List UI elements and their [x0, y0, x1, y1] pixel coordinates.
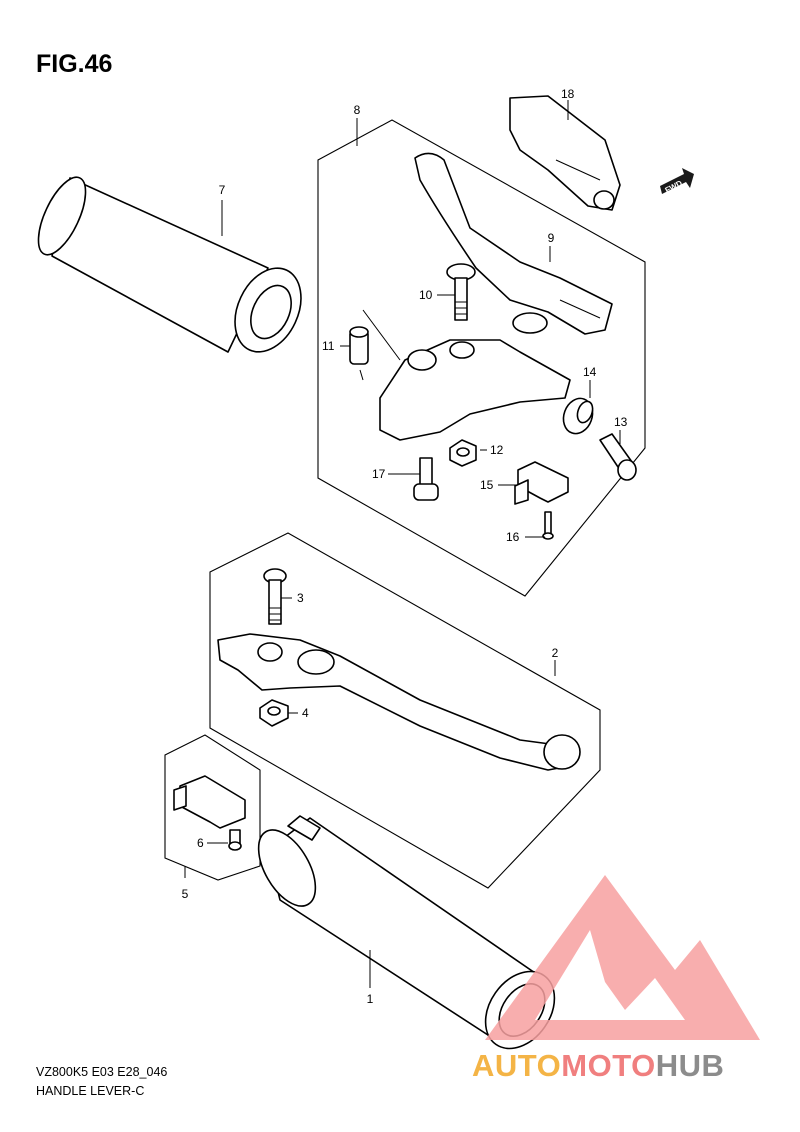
model-code: VZ800K5 E03 E28_046: [36, 1065, 168, 1079]
lever-holder: [379, 339, 571, 441]
adjuster-nut-14: [562, 397, 594, 435]
callout-17: 17: [372, 467, 386, 481]
pivot-bolt-3: [263, 568, 287, 625]
bushing-11: [349, 309, 401, 381]
callout-11: 11: [322, 339, 335, 353]
leader-lines: [184, 100, 621, 988]
switch-5: [173, 775, 246, 829]
screw-16: [542, 511, 554, 540]
callout-2: 2: [552, 646, 559, 660]
watermark-moto: MOTO: [561, 1048, 656, 1083]
callout-9: 9: [548, 231, 555, 245]
screw-6: [228, 829, 242, 851]
clamp-bolt-17: [413, 457, 439, 501]
watermark-hub: HUB: [655, 1048, 725, 1083]
callout-4: 4: [302, 706, 309, 720]
watermark-logo: [485, 875, 760, 1040]
nut-12: [449, 439, 477, 467]
callout-14: 14: [583, 365, 597, 379]
nut-4: [259, 699, 289, 727]
callout-13: 13: [614, 415, 628, 429]
watermark-auto: AUTO: [472, 1048, 562, 1083]
section-name: HANDLE LEVER-C: [36, 1084, 145, 1098]
assembly-box-2: [209, 532, 601, 889]
callout-labels: 1 2 3 4 5 6 7 8 9 10 11 12 13 14 15 16 1…: [182, 87, 628, 1006]
callout-1: 1: [367, 992, 374, 1006]
lever-9: [414, 152, 613, 335]
callout-16: 16: [506, 530, 520, 544]
callout-5: 5: [182, 887, 189, 901]
callout-10: 10: [419, 288, 433, 302]
fwd-arrow-icon: FWD: [660, 168, 694, 195]
callout-15: 15: [480, 478, 494, 492]
watermark-text: AUTOMOTOHUB: [472, 1048, 724, 1084]
adjuster-bolt-13: [599, 433, 637, 481]
pivot-bolt-10: [446, 263, 476, 321]
figure-title: FIG.46: [36, 50, 113, 78]
callout-7: 7: [219, 183, 226, 197]
callout-18: 18: [561, 87, 575, 101]
callout-6: 6: [197, 836, 204, 850]
boot-18: [509, 95, 621, 211]
callout-3: 3: [297, 591, 304, 605]
assembly-box-5: [164, 734, 261, 881]
lever-2: [217, 633, 581, 771]
callout-12: 12: [490, 443, 504, 457]
assembly-box-8: [317, 119, 646, 597]
callout-8: 8: [354, 103, 361, 117]
grip-7: [37, 176, 302, 353]
switch-15: [514, 461, 569, 505]
